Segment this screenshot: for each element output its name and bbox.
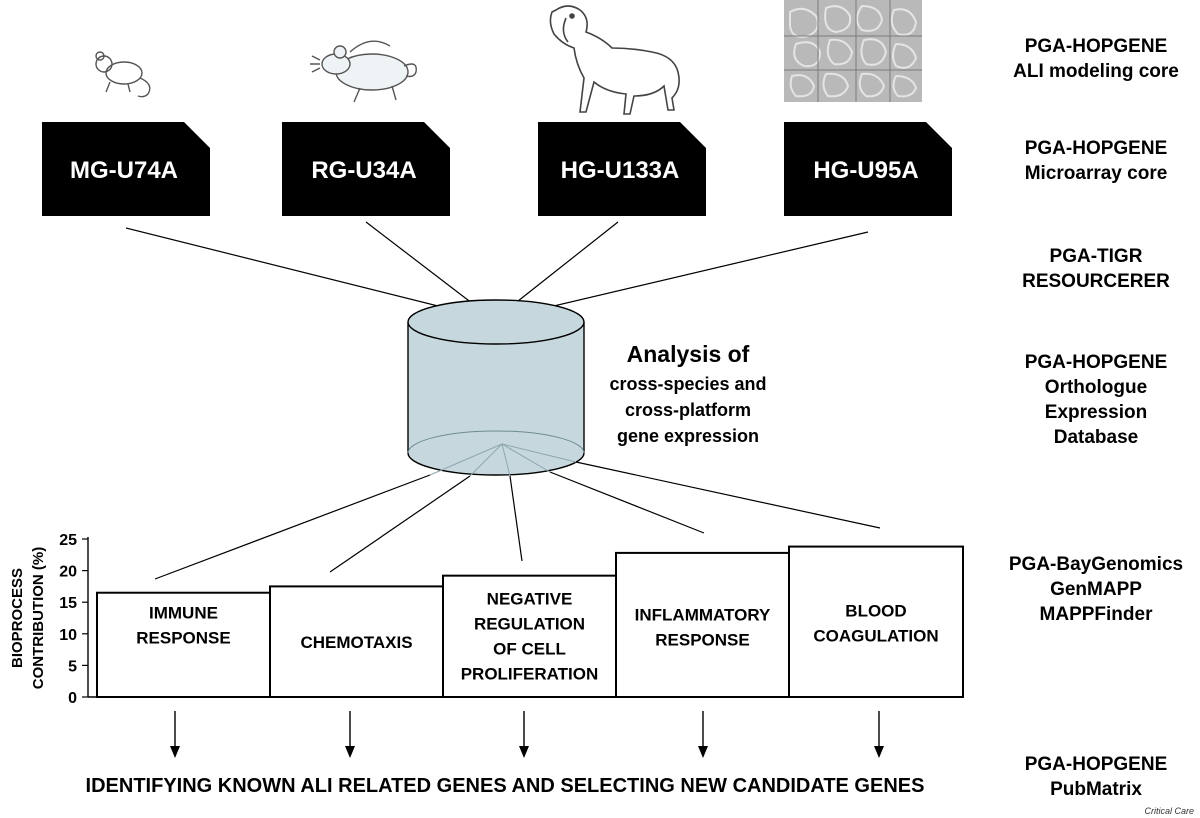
y-tick-label: 5 (68, 658, 77, 675)
microarray-chip-2: RG-U34A (282, 122, 450, 216)
y-tick-label: 15 (59, 595, 77, 612)
analysis-text: Analysis of cross-species and cross-plat… (609, 341, 766, 446)
bar-1-label-line-1: IMMUNE (149, 604, 218, 623)
chip-label: RG-U34A (311, 157, 416, 184)
footer-credit: Critical Care (1144, 806, 1194, 816)
lung-cell-image (784, 0, 922, 102)
right-label-5-line-1: PGA-BayGenomics (1009, 554, 1183, 575)
bar-5 (788, 545, 964, 698)
down-arrow-2 (345, 711, 355, 758)
right-label-4-line-2: Orthologue (1045, 377, 1147, 398)
right-label-2-line-1: PGA-HOPGENE (1025, 138, 1168, 159)
y-tick-label: 10 (59, 627, 77, 644)
down-arrow-3 (519, 711, 529, 758)
bar-1 (96, 591, 271, 698)
down-arrow-4 (698, 711, 708, 758)
chip-label: MG-U74A (70, 157, 178, 184)
chip-label: HG-U95A (813, 157, 918, 184)
analysis-title: Analysis of (627, 341, 750, 367)
y-tick-label: 25 (59, 532, 77, 549)
right-label-2-line-2: Microarray core (1025, 163, 1168, 184)
bar-3-label-line-2: REGULATION (474, 615, 585, 634)
bottom-statement: IDENTIFYING KNOWN ALI RELATED GENES AND … (86, 775, 925, 797)
microarray-chip-1: MG-U74A (42, 122, 210, 216)
mouse-icon (95, 51, 151, 98)
bar-3-label-line-3: OF CELL (493, 640, 566, 659)
down-arrows (170, 711, 884, 758)
y-axis-label-line-1: BIOPROCESS (9, 568, 26, 668)
right-label-1-line-2: ALI modeling core (1013, 61, 1179, 82)
analysis-line-1: cross-species and (609, 374, 766, 394)
analysis-line-2: cross-platform (625, 400, 751, 420)
right-label-5-line-3: MAPPFinder (1040, 604, 1154, 625)
bar-5-label-line-2: COAGULATION (813, 627, 938, 646)
right-label-3-line-1: PGA-TIGR (1050, 246, 1143, 267)
bar-5-label-line-1: BLOOD (845, 602, 906, 621)
right-label-4-line-4: Database (1054, 427, 1139, 448)
bar-2-label-line-1: CHEMOTAXIS (300, 633, 412, 652)
right-label-6-line-1: PGA-HOPGENE (1025, 754, 1168, 775)
bar-3 (442, 574, 617, 699)
bar-3-label-line-4: PROLIFERATION (461, 665, 599, 684)
right-label-4-line-1: PGA-HOPGENE (1025, 352, 1168, 373)
bar-4-label-line-2: RESPONSE (655, 631, 749, 650)
microarray-chip-4: HG-U95A (784, 122, 952, 216)
right-label-4-line-3: Expression (1045, 402, 1147, 423)
right-label-6-line-2: PubMatrix (1050, 779, 1142, 800)
down-arrow-1 (170, 711, 180, 758)
y-tick-label: 20 (59, 564, 77, 581)
chip-label: HG-U133A (561, 157, 680, 184)
bar-connector-lines (154, 461, 881, 580)
analysis-line-3: gene expression (617, 426, 759, 446)
dog-icon (549, 5, 680, 115)
right-label-5-line-2: GenMAPP (1050, 579, 1142, 600)
bar-3-label-line-1: NEGATIVE (487, 590, 573, 609)
database-cylinder (407, 299, 585, 477)
rat-icon (310, 40, 417, 103)
bar-4 (615, 551, 790, 698)
down-arrow-5 (874, 711, 884, 758)
bar-1-label-line-2: RESPONSE (136, 629, 230, 648)
y-tick-label: 0 (68, 690, 77, 707)
bar-2 (269, 585, 444, 699)
microarray-chip-3: HG-U133A (538, 122, 706, 216)
bar-4-label-line-1: INFLAMMATORY (635, 606, 771, 625)
right-label-1-line-1: PGA-HOPGENE (1025, 36, 1168, 57)
y-axis-label-line-2: CONTRIBUTION (%) (30, 547, 47, 690)
right-label-3-line-2: RESOURCERER (1022, 271, 1170, 292)
